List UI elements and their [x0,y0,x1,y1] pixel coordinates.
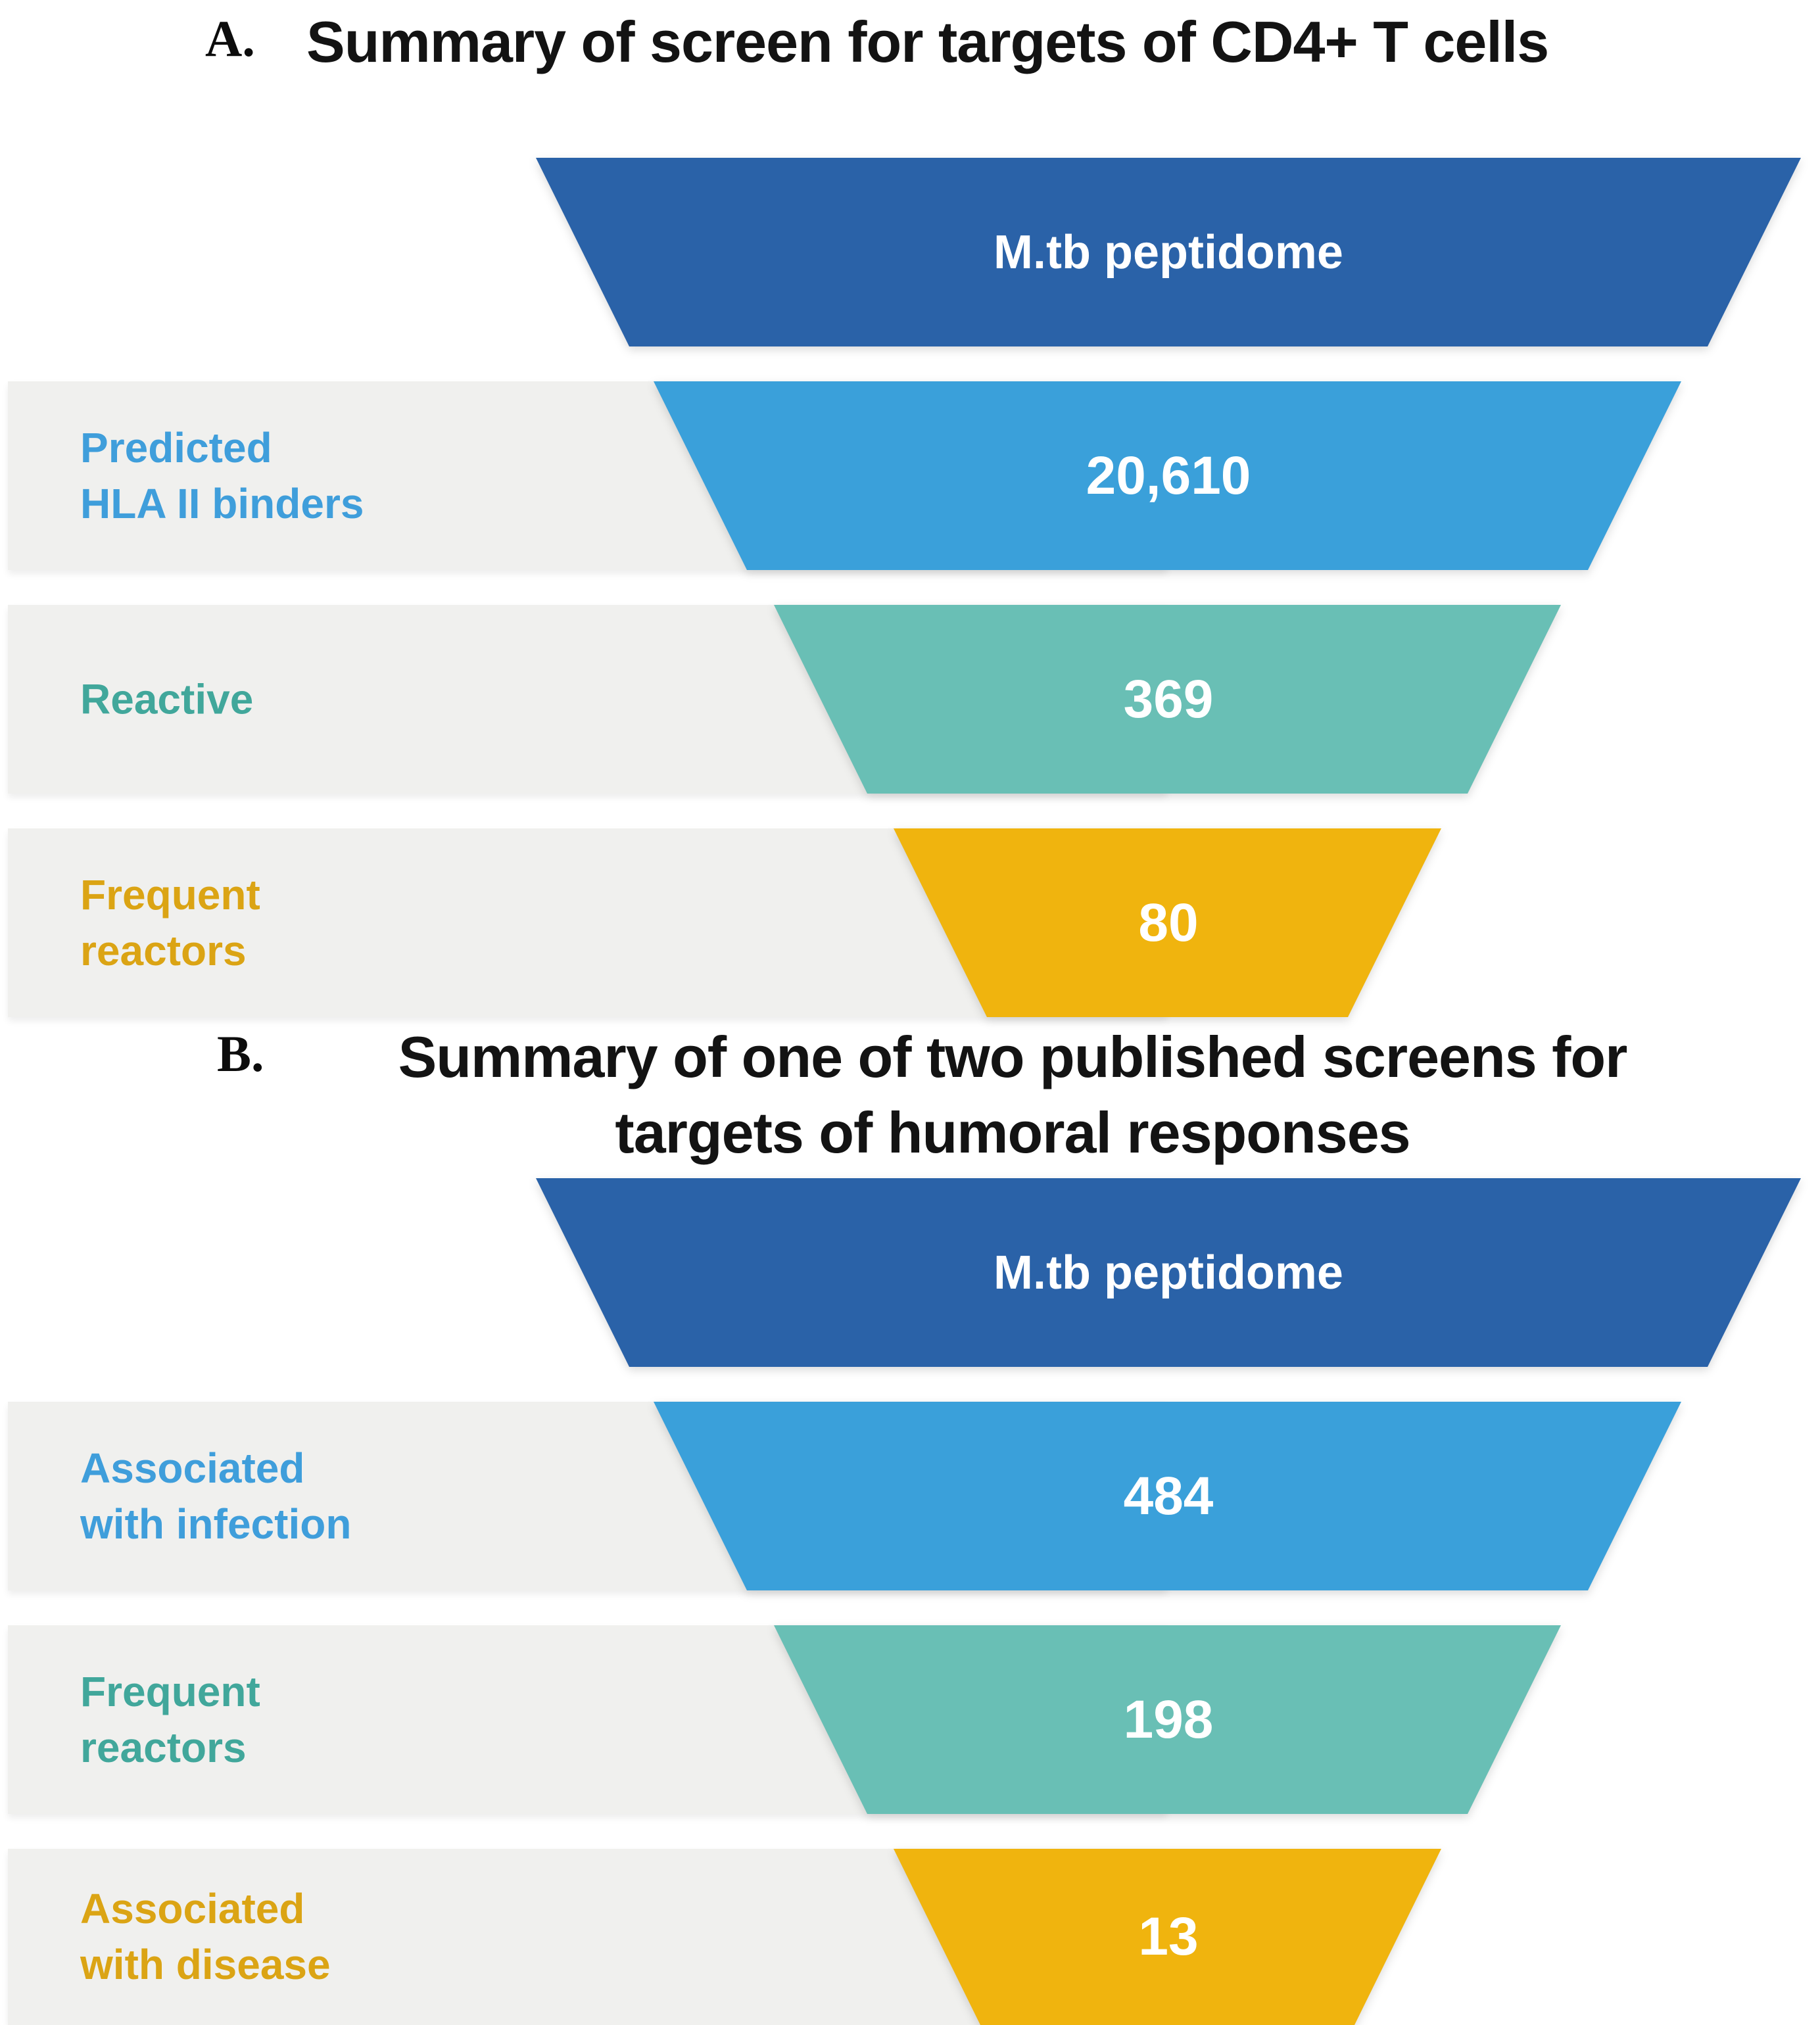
funnel-b-source-segment: M.tb peptidome [0,1178,1820,1367]
stage-value: 369 [1123,669,1214,729]
funnel-a-source-label: M.tb peptidome [994,226,1343,279]
funnel-b-source-label: M.tb peptidome [994,1246,1343,1299]
stage-label-line: reactors [80,1723,247,1771]
funnel-a-source-segment: M.tb peptidome [0,158,1820,346]
funnel-a-stage-frequent-reactors: Frequent reactors 80 [0,828,1820,1017]
stage-label-line: Associated [80,1444,305,1492]
stage-label: Reactive [80,671,253,727]
stage-label: Associated with infection [80,1440,351,1552]
stage-value: 80 [1138,892,1199,953]
funnel-b-stage-associated-with-disease: Associated with disease 13 [0,1849,1820,2025]
funnel-segment-shape [894,828,1441,1017]
funnel-b-source-shape-wrap [0,1178,1820,1367]
funnel-a-source-shape [536,158,1801,346]
funnel-segment-shape-wrap [0,1402,1820,1590]
stage-value: 20,610 [1086,445,1251,506]
panel-a-title-line: Summary of screen for targets of CD4+ T … [306,9,1549,74]
stage-label-line: Predicted [80,423,272,471]
funnel-segment-shape [654,1402,1681,1590]
stage-value: 13 [1138,1907,1199,1966]
stage-label-line: Frequent [80,1667,260,1715]
funnel-segment-shape [774,605,1561,794]
funnel-a-stage-reactive: Reactive 369 [0,605,1820,794]
stage-label-line: HLA II binders [80,479,364,527]
panel-b-title-line: targets of humoral responses [615,1100,1410,1166]
panel-a-tag: A. [205,10,255,67]
funnel-segment-shape [774,1625,1561,1814]
funnel-b-stage-associated-with-infection: Associated with infection 484 [0,1402,1820,1590]
stage-label: Associated with disease [80,1881,331,1993]
stage-label-line: with infection [80,1500,352,1548]
funnel-b-stage-frequent-reactors: Frequent reactors 198 [0,1625,1820,1814]
stage-label: Predicted HLA II binders [80,419,364,531]
funnel-segment-shape-wrap [0,1849,1820,2025]
stage-label-line: Associated [80,1884,305,1932]
funnel-segment-shape-wrap [0,1625,1820,1814]
panel-b-title: Summary of one of two published screens … [263,1019,1762,1171]
stage-label: Frequent reactors [80,1663,260,1775]
funnel-segment-shape [654,381,1681,570]
funnel-segment-shape [894,1849,1441,2025]
funnel-segment-shape-wrap [0,605,1820,794]
panel-b-tag: B. [217,1025,264,1082]
funnel-segment-shape-wrap [0,828,1820,1017]
stage-value: 198 [1123,1689,1214,1750]
stage-label: Frequent reactors [80,867,260,978]
funnel-a-stage-predicted-hla-ii-binders: Predicted HLA II binders 20,610 [0,381,1820,570]
panel-a-title: Summary of screen for targets of CD4+ T … [306,4,1549,80]
funnel-b-source-shape [536,1178,1801,1367]
stage-label-line: reactors [80,926,247,974]
stage-label-line: with disease [80,1941,331,1988]
stage-label-line: Frequent [80,870,260,918]
stage-value: 484 [1123,1465,1214,1526]
panel-b-title-line: Summary of one of two published screens … [398,1024,1628,1089]
funnel-a-source-shape-wrap [0,158,1820,346]
funnel-segment-shape-wrap [0,381,1820,570]
stage-label-line: Reactive [80,675,254,723]
